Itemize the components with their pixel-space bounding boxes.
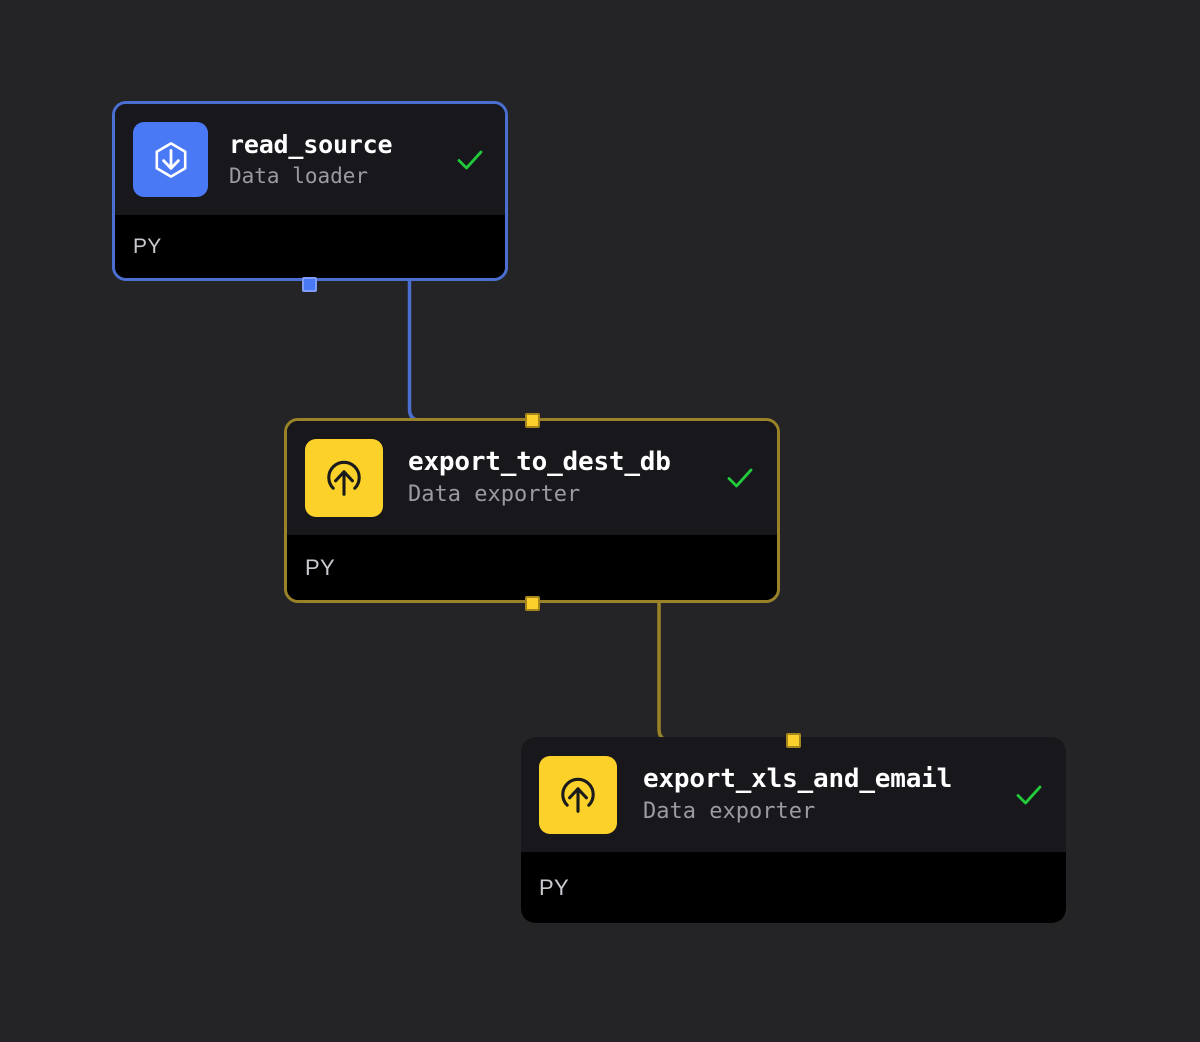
node-language-label: PY — [539, 874, 569, 900]
node-title: export_xls_and_email — [643, 763, 953, 794]
node-body: export_to_dest_db Data exporter PY — [287, 421, 777, 600]
node-subtitle: Data exporter — [408, 482, 581, 507]
pipeline-node-export-to-dest-db[interactable]: export_to_dest_db Data exporter PY — [284, 418, 780, 603]
status-badge — [1012, 778, 1046, 812]
handle-export-xls-and-email-in[interactable] — [786, 733, 801, 748]
arc-arrow-up-icon — [305, 439, 383, 517]
node-body: export_xls_and_email Data exporter PY — [521, 737, 1066, 923]
node-subtitle: Data exporter — [643, 798, 816, 824]
pipeline-node-read-source[interactable]: read_source Data loader PY — [112, 101, 508, 281]
check-icon — [457, 150, 483, 169]
node-titles: export_xls_and_email Data exporter — [617, 763, 1012, 827]
node-footer: PY — [521, 852, 1066, 923]
status-badge — [453, 143, 487, 177]
handle-export-to-dest-db-out[interactable] — [525, 596, 540, 611]
node-subtitle: Data loader — [229, 163, 369, 188]
node-titles: read_source Data loader — [208, 129, 453, 191]
node-titles: export_to_dest_db Data exporter — [383, 446, 723, 510]
status-badge — [723, 461, 757, 495]
edge-read-source-to-export-dest — [407, 279, 535, 423]
node-body: read_source Data loader PY — [115, 104, 505, 278]
hexagon-arrow-down-icon — [133, 122, 208, 197]
arc-arrow-up-icon — [539, 755, 617, 834]
pipeline-node-export-xls-and-email[interactable]: export_xls_and_email Data exporter PY — [521, 737, 1066, 923]
node-header: export_xls_and_email Data exporter — [521, 737, 1066, 852]
check-icon — [1016, 785, 1042, 804]
node-footer: PY — [115, 215, 505, 278]
node-title: read_source — [229, 129, 393, 159]
node-language-label: PY — [133, 234, 162, 258]
handle-read-source-out[interactable] — [302, 277, 317, 292]
node-footer: PY — [287, 535, 777, 600]
node-language-label: PY — [305, 554, 335, 580]
node-header: export_to_dest_db Data exporter — [287, 421, 777, 535]
check-icon — [727, 468, 753, 488]
node-title: export_to_dest_db — [408, 447, 671, 477]
node-header: read_source Data loader — [115, 104, 505, 215]
edge-export-dest-to-export-xls — [657, 601, 795, 743]
handle-export-to-dest-db-in[interactable] — [525, 413, 540, 428]
